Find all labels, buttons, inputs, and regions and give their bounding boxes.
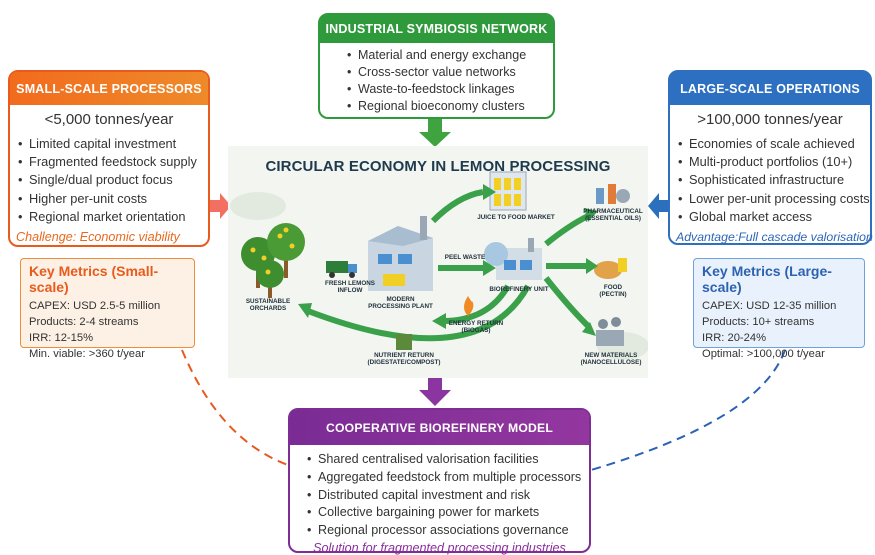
metric-row: Products: 2-4 streams: [29, 316, 139, 328]
list-item: Multi-product portfolios (10+): [677, 153, 870, 171]
list-item: Sophisticated infrastructure: [677, 171, 870, 189]
energy-label: ENERGY RETURN (BIOGAS): [448, 320, 504, 334]
list-item: Cross-sector value networks: [346, 64, 553, 81]
pharmaceutical-icon: [596, 184, 630, 204]
symbiosis-panel: INDUSTRIAL SYMBIOSIS NETWORK Material an…: [318, 13, 555, 119]
large-scale-subtitle: >100,000 tonnes/year: [697, 111, 843, 128]
large-scale-title: LARGE-SCALE OPERATIONS: [670, 72, 870, 105]
small-scale-title: SMALL-SCALE PROCESSORS: [10, 72, 208, 105]
list-item: Single/dual product focus: [17, 171, 208, 189]
list-item: Regional processor associations governan…: [306, 522, 589, 540]
small-scale-list: Limited capital investment Fragmented fe…: [10, 128, 208, 226]
inflow-label: FRESH LEMONS INFLOW: [324, 280, 376, 294]
metric-row: IRR: 20-24%: [702, 332, 767, 344]
large-arrow: [648, 193, 668, 219]
orchard-trees: [241, 223, 305, 298]
circular-economy-illustration: CIRCULAR ECONOMY IN LEMON PROCESSING SUS…: [228, 146, 648, 378]
cooperative-list: Shared centralised valorisation faciliti…: [290, 445, 589, 540]
small-dashed-connector: [181, 349, 289, 466]
illustration-graphics: [230, 171, 648, 360]
list-item: Regional bioeconomy clusters: [346, 98, 553, 115]
small-scale-challenge: Challenge: Economic viability: [16, 230, 180, 245]
biorefinery-label: BIOREFINERY UNIT: [489, 286, 549, 293]
metric-row: IRR: 12-15%: [29, 332, 94, 344]
list-item: Fragmented feedstock supply: [17, 153, 208, 171]
metric-row: CAPEX: USD 2.5-5 million: [29, 300, 161, 312]
list-item: Economies of scale achieved: [677, 135, 870, 153]
juice-label: JUICE TO FOOD MARKET: [477, 214, 555, 221]
food-pectin-icon: [594, 258, 627, 279]
compost-bin-icon: [396, 334, 412, 350]
small-metrics-title: Key Metrics (Small-scale): [29, 263, 159, 295]
list-item: Regional market orientation: [17, 208, 208, 226]
list-item: Higher per-unit costs: [17, 190, 208, 208]
flow-arrows: [306, 189, 591, 342]
metric-row: Min. viable: >360 t/year: [29, 348, 145, 360]
metric-row: Products: 10+ streams: [702, 316, 815, 328]
peel-waste-label: PEEL WASTE: [444, 254, 486, 261]
pharmaceutical-label: PHARMACEUTICAL (ESSENTIAL OILS): [583, 208, 643, 222]
list-item: Material and energy exchange: [346, 47, 553, 64]
truck-icon: [326, 261, 357, 278]
list-item: Waste-to-feedstock linkages: [346, 81, 553, 98]
flow-arrowheads: [298, 184, 598, 336]
juice-market-icon: [489, 171, 527, 211]
metric-row: CAPEX: USD 12-35 million: [702, 300, 837, 312]
list-item: Collective bargaining power for markets: [306, 504, 589, 522]
nutrient-label: NUTRIENT RETURN (DIGESTATE/COMPOST): [367, 352, 441, 366]
list-item: Limited capital investment: [17, 135, 208, 153]
plant-label: MODERN PROCESSING PLANT: [368, 296, 433, 310]
small-scale-panel: SMALL-SCALE PROCESSORS <5,000 tonnes/yea…: [8, 70, 210, 247]
large-scale-list: Economies of scale achieved Multi-produc…: [670, 128, 870, 226]
metric-row: Optimal: >100,000 t/year: [702, 348, 825, 360]
symbiosis-title: INDUSTRIAL SYMBIOSIS NETWORK: [320, 15, 553, 43]
symbiosis-list: Material and energy exchange Cross-secto…: [320, 43, 553, 115]
small-arrow: [210, 193, 231, 219]
small-scale-subtitle: <5,000 tonnes/year: [44, 111, 174, 128]
list-item: Shared centralised valorisation faciliti…: [306, 451, 589, 469]
symbiosis-arrow: [419, 119, 451, 147]
large-scale-panel: LARGE-SCALE OPERATIONS >100,000 tonnes/y…: [668, 70, 873, 245]
cooperative-panel: COOPERATIVE BIOREFINERY MODEL Shared cen…: [288, 408, 591, 555]
orchards-label: SUSTAINABLE ORCHARDS: [245, 298, 291, 312]
list-item: Global market access: [677, 208, 870, 226]
list-item: Lower per-unit processing costs: [677, 190, 870, 208]
list-item: Distributed capital investment and risk: [306, 487, 589, 505]
illustration-title: CIRCULAR ECONOMY IN LEMON PROCESSING: [265, 158, 611, 175]
coop-arrow: [419, 378, 451, 406]
cooperative-title: COOPERATIVE BIOREFINERY MODEL: [290, 410, 589, 445]
large-metrics-panel: Key Metrics (Large-scale) CAPEX: USD 12-…: [693, 258, 865, 360]
materials-label: NEW MATERIALS (NANOCELLULOSE): [580, 352, 642, 366]
energy-flame-icon: [464, 296, 474, 316]
biorefinery-icon: [484, 238, 542, 280]
new-materials-icon: [596, 317, 624, 346]
list-item: Aggregated feedstock from multiple proce…: [306, 469, 589, 487]
large-dashed-connector: [590, 349, 786, 471]
small-metrics-panel: Key Metrics (Small-scale) CAPEX: USD 2.5…: [20, 258, 195, 360]
processing-plant-icon: [368, 216, 433, 291]
large-metrics-title: Key Metrics (Large-scale): [702, 263, 832, 295]
cooperative-solution: Solution for fragmented processing indus…: [313, 540, 566, 555]
food-label: FOOD (PECTIN): [599, 284, 627, 298]
large-scale-advantage: Advantage:Full cascade valorisation: [676, 230, 873, 245]
